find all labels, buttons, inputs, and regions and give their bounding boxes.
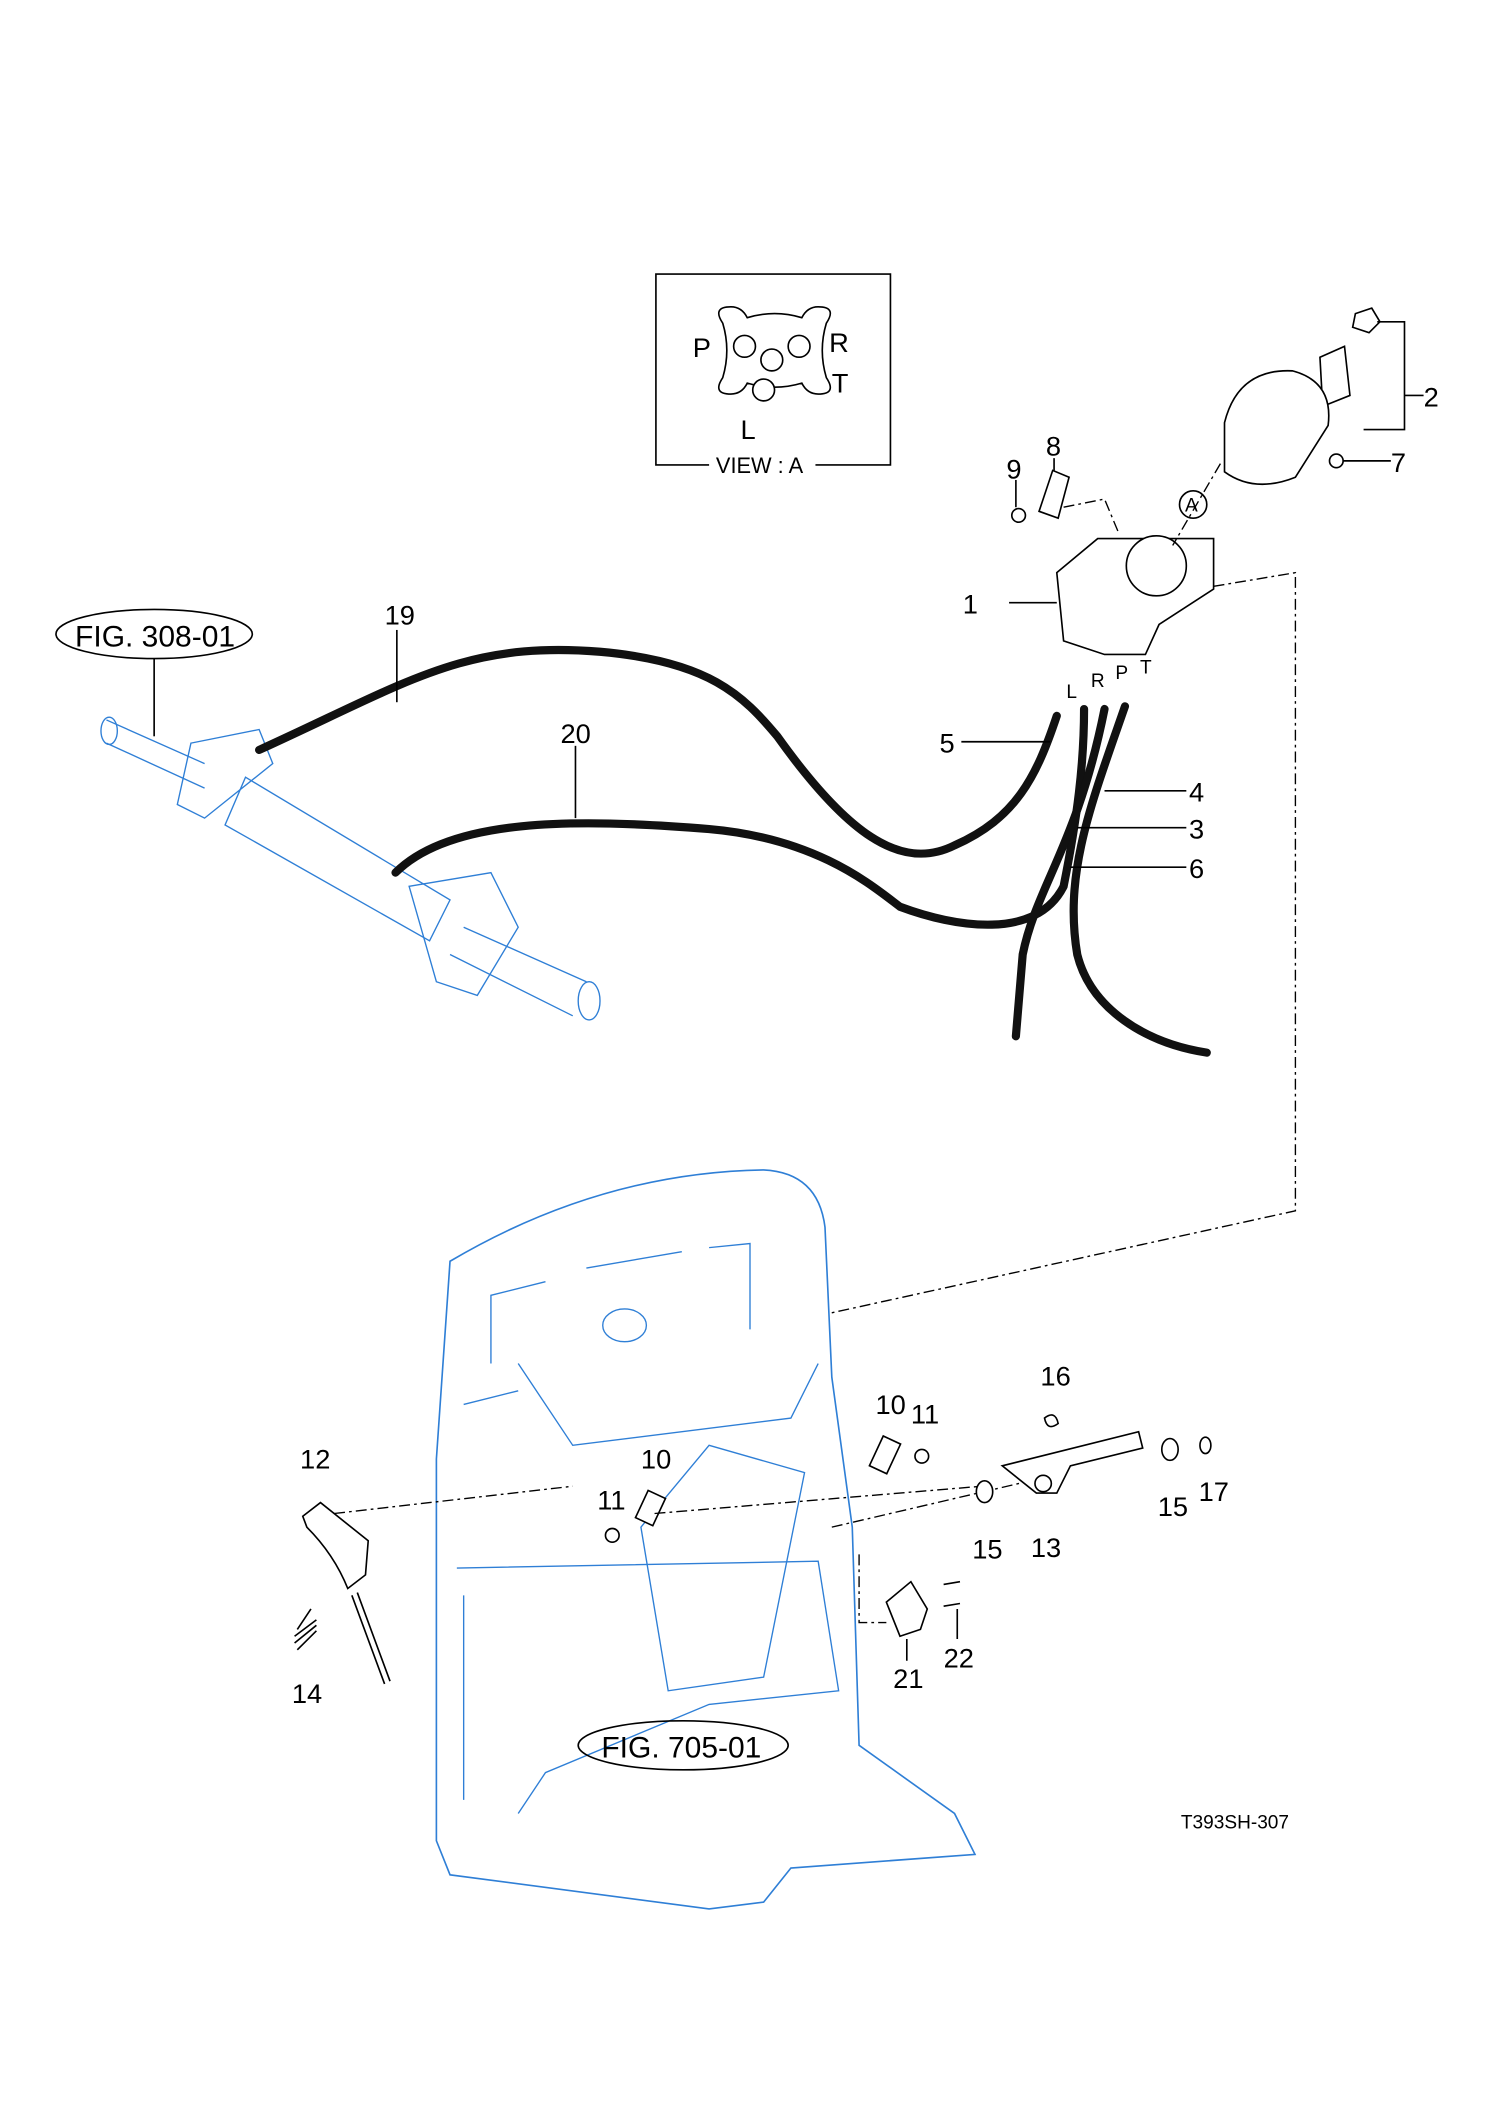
callout-13: 13 [1031, 1532, 1061, 1563]
plate-8 [1038, 469, 1071, 520]
hose-4 [391, 704, 1089, 929]
callout-1: 1 [963, 589, 978, 620]
callout-21: 21 [893, 1663, 923, 1694]
callout-19: 19 [385, 599, 415, 630]
port-label-p: P [693, 332, 711, 363]
callout-15-left: 15 [972, 1534, 1002, 1565]
svg-text:A: A [1185, 495, 1198, 516]
callout-20: 20 [560, 718, 590, 749]
callout-11-left: 11 [597, 1484, 625, 1515]
port-label-l: L [740, 414, 755, 445]
bracket-10-left [634, 1489, 667, 1527]
svg-text:FIG. 705-01: FIG. 705-01 [601, 1732, 761, 1765]
steering-valve: A [1178, 307, 1381, 519]
seat-frame [435, 1169, 977, 1910]
bolt-9-icon [1010, 507, 1027, 524]
callout-5: 5 [940, 728, 955, 759]
svg-text:R: R [1091, 671, 1105, 692]
bolt-11-left-icon [604, 1527, 620, 1543]
callout-10-left: 10 [641, 1444, 671, 1475]
port-label-r: R [829, 327, 849, 358]
bolt-7-icon [1328, 453, 1344, 469]
hose-3 [1011, 704, 1109, 1041]
callout-6: 6 [1189, 853, 1204, 884]
view-a-detail: P R T L VIEW : A [655, 273, 892, 478]
callout-12: 12 [300, 1444, 330, 1475]
svg-text:FIG. 308-01: FIG. 308-01 [75, 620, 235, 653]
callout-9: 9 [1006, 454, 1021, 485]
fig-705-01-ref[interactable] [577, 1719, 789, 1771]
callout-2: 2 [1424, 381, 1439, 412]
port-label-t: T [832, 368, 849, 399]
spring-14 [294, 1608, 317, 1651]
clip-17 [1199, 1436, 1212, 1455]
bolt-11-right-icon [914, 1448, 930, 1464]
callout-15-right: 15 [1158, 1491, 1188, 1522]
svg-text:L: L [1066, 682, 1077, 703]
lever-13 [1000, 1430, 1144, 1494]
spring-16 [1043, 1414, 1060, 1428]
callout-17: 17 [1199, 1476, 1229, 1507]
callout-14: 14 [292, 1678, 322, 1709]
hose-19 [255, 645, 1061, 858]
washer-15-right [1160, 1437, 1179, 1462]
drawing-code: T393SH-307 [1181, 1812, 1289, 1833]
svg-text:P: P [1115, 663, 1128, 684]
view-marker [1178, 490, 1208, 519]
bracket-10-right [868, 1434, 902, 1475]
nut-icon [1351, 307, 1381, 334]
view-a-caption: VIEW : A [716, 453, 804, 478]
callout-10-right: 10 [875, 1389, 905, 1420]
lever-12 [301, 1501, 370, 1590]
callout-4: 4 [1189, 777, 1204, 808]
callout-8: 8 [1046, 430, 1061, 461]
hose-6 [1069, 702, 1211, 1057]
callout-3: 3 [1189, 814, 1204, 845]
washer-15-left [975, 1479, 994, 1504]
switch-21 [885, 1580, 929, 1638]
callout-7: 7 [1391, 447, 1406, 478]
callout-22: 22 [944, 1643, 974, 1674]
callout-11-right: 11 [911, 1399, 939, 1430]
callout-16: 16 [1040, 1360, 1070, 1391]
steering-cylinder [100, 716, 601, 1021]
svg-text:T: T [1140, 658, 1152, 679]
